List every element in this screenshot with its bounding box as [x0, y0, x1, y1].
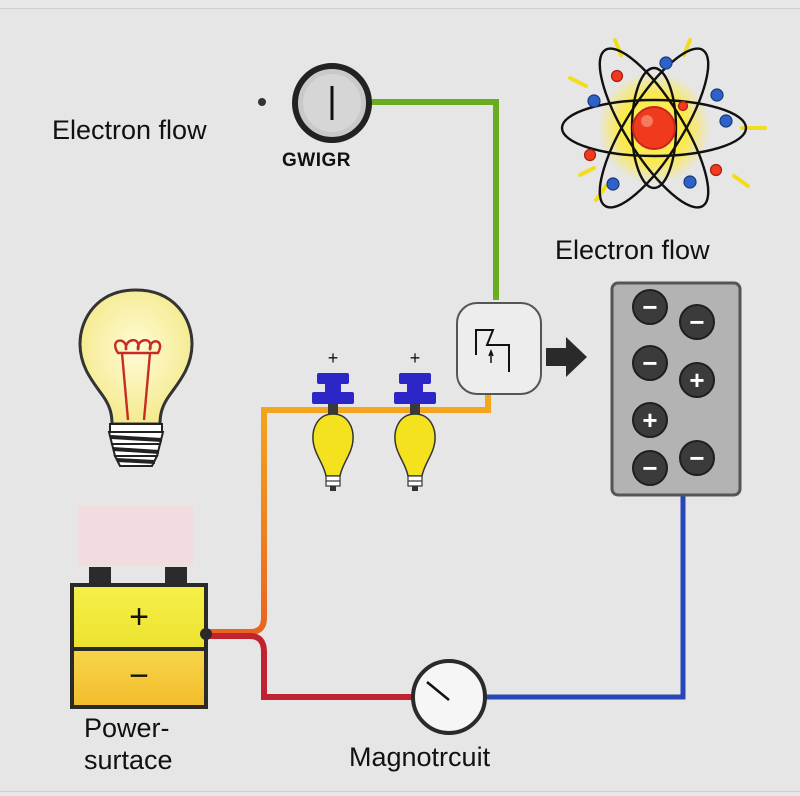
panel-sign-text: −: [642, 348, 657, 378]
battery-minus-sign: −: [129, 657, 149, 695]
orange-wire: [207, 360, 491, 635]
meter-caption: GWIGR: [282, 150, 351, 171]
power-label-line1: Power-: [84, 713, 170, 743]
panel-sign-button: −: [632, 450, 668, 486]
small-bulb-left-plus: +: [328, 348, 339, 368]
blue-wire: [486, 496, 686, 700]
bottom-gauge-dial: [411, 659, 487, 735]
electron-flow-label-left: Electron flow: [52, 115, 207, 145]
small-bulb-right-plus: +: [410, 348, 421, 368]
panel-sign-button: −: [679, 440, 715, 476]
panel-sign-button: +: [679, 362, 715, 398]
panel-sign-text: +: [689, 365, 704, 395]
large-light-bulb-icon: [78, 288, 194, 467]
electron-flow-label-right: Electron flow: [555, 235, 710, 265]
power-label-line2: surtace: [84, 745, 173, 775]
charge-panel-buttons: − − − + + − −: [632, 289, 715, 486]
panel-sign-text: −: [689, 443, 704, 473]
panel-sign-button: −: [632, 345, 668, 381]
battery-plus-sign: +: [129, 598, 149, 636]
power-surface-label: Power- surtace: [84, 712, 173, 776]
panel-sign-button: −: [632, 289, 668, 325]
panel-sign-text: −: [689, 307, 704, 337]
panel-sign-text: +: [642, 405, 657, 435]
small-bulb-left-icon: [312, 373, 354, 491]
switch-box: [456, 302, 542, 395]
green-wire: [372, 99, 499, 300]
panel-sign-button: +: [632, 402, 668, 438]
charge-panel: [610, 281, 742, 497]
atom-icon: [560, 38, 767, 209]
battery-icon: [70, 506, 212, 709]
panel-sign-button: −: [679, 304, 715, 340]
panel-sign-text: −: [642, 292, 657, 322]
red-wire: [207, 633, 412, 700]
panel-sign-text: −: [642, 453, 657, 483]
connection-dot: [258, 98, 266, 106]
flow-arrow-icon: [546, 337, 587, 377]
magnot-label: Magnotrcuit: [349, 742, 491, 772]
top-meter-dial: [292, 63, 372, 143]
small-bulb-right-icon: [394, 373, 436, 491]
